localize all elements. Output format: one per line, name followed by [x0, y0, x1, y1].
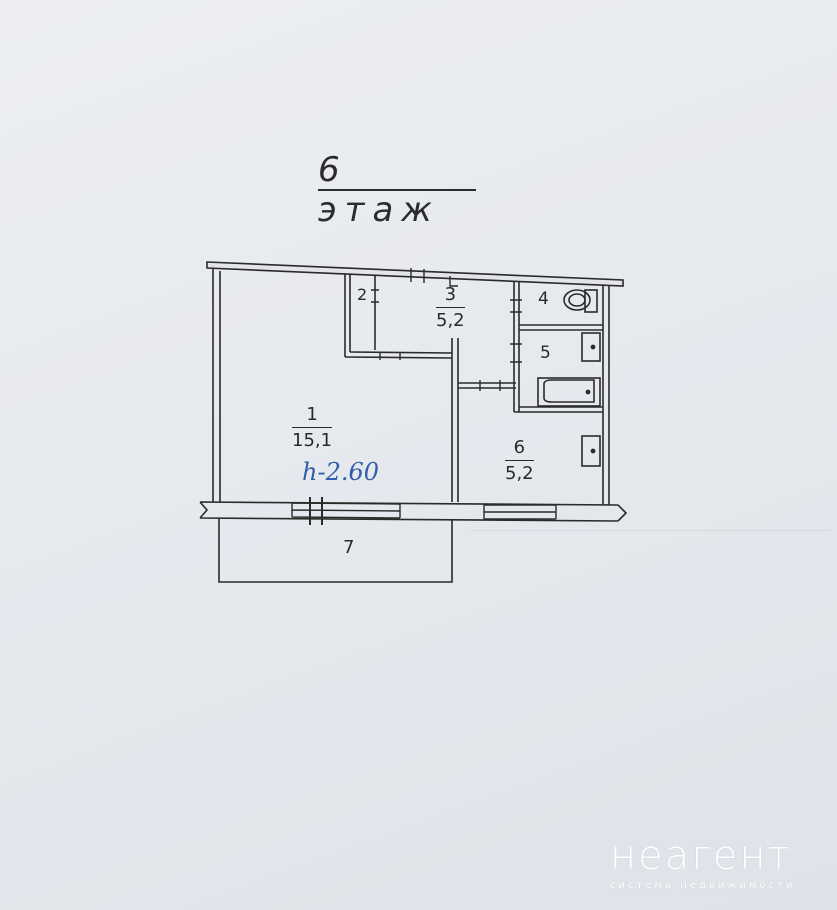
closet-bottom-ticks	[379, 352, 401, 360]
toilet-icon	[563, 289, 598, 313]
room-1-area: 15,1	[292, 430, 333, 451]
room-3-label: 3 5,2	[436, 284, 465, 331]
top-door-ticks	[410, 268, 458, 287]
window-right	[483, 504, 557, 520]
wc-divider	[519, 324, 603, 331]
corridor-partition	[458, 382, 516, 389]
outer-wall-left	[212, 268, 221, 502]
watermark-logo: неагент система недвижимости	[610, 836, 810, 891]
room-3-number: 3	[436, 284, 465, 308]
outer-wall-top	[206, 261, 624, 287]
outer-wall-right	[602, 286, 610, 505]
bath-block-wall-left	[513, 282, 520, 412]
watermark-sub: система недвижимости	[610, 880, 796, 891]
room-6-area: 5,2	[505, 463, 534, 484]
bath-block-wall-bottom	[514, 406, 603, 413]
closet-wall-bottom	[344, 351, 453, 359]
room-1-number: 1	[292, 404, 333, 428]
balcony-door-mark	[309, 497, 323, 525]
kitchen-sink-icon	[581, 435, 601, 467]
closet-wall-left	[344, 274, 351, 357]
room-2-number: 2	[357, 285, 368, 304]
ceiling-height-note: h-2.60	[302, 458, 380, 486]
room-4-number: 4	[538, 289, 549, 309]
balcony-outline	[218, 519, 453, 583]
watermark-main: неагент	[610, 833, 792, 879]
floor-title: 6 этаж	[318, 150, 440, 230]
window-left	[291, 502, 401, 519]
room-3-area: 5,2	[436, 310, 465, 331]
partition-wall-1-6	[451, 338, 459, 502]
sink-icon	[581, 332, 601, 362]
room-6-number: 6	[505, 437, 534, 461]
bath-door-ticks	[510, 299, 522, 363]
closet-door-ticks	[371, 289, 379, 303]
faint-background-text	[470, 530, 830, 543]
room-5-number: 5	[540, 343, 551, 363]
room-1-label: 1 15,1	[292, 404, 333, 451]
room-7-number: 7	[343, 537, 355, 558]
corridor-ticks	[479, 380, 501, 391]
bathtub-icon	[537, 377, 601, 407]
floor-title-underline	[318, 189, 476, 191]
outer-wall-bottom	[199, 501, 628, 522]
room-6-label: 6 5,2	[505, 437, 534, 484]
